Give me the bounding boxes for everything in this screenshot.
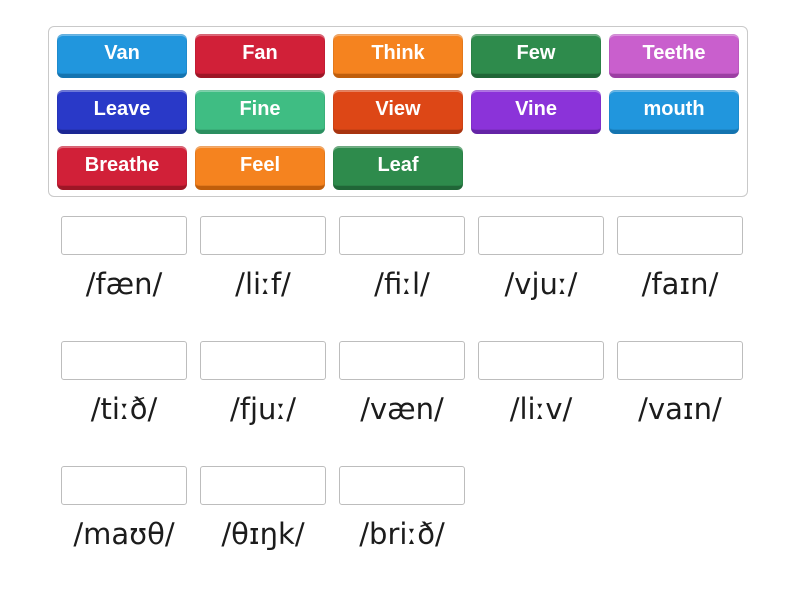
word-tile-van[interactable]: Van: [57, 34, 187, 78]
word-tile-fan[interactable]: Fan: [195, 34, 325, 78]
match-row: /tiːð/ /fjuː/ /væn/ /liːv/ /vaɪn/: [61, 340, 743, 427]
match-cell: /liːv/: [478, 340, 604, 427]
ipa-label: /liːf/: [235, 267, 291, 301]
ipa-label: /faɪn/: [641, 267, 719, 301]
match-area: /fæn/ /liːf/ /fiːl/ /vjuː/ /faɪn/ /tiːð/ /fjuː…: [61, 216, 743, 590]
ipa-label: /θɪŋk/: [221, 516, 305, 551]
answer-slot[interactable]: [61, 340, 187, 380]
answer-slot[interactable]: [617, 216, 743, 255]
answer-slot[interactable]: [200, 465, 326, 505]
word-tile-think[interactable]: Think: [333, 34, 463, 78]
match-cell: /faɪn/: [617, 216, 743, 302]
match-cell: /væn/: [339, 340, 465, 427]
ipa-label: /briːð/: [359, 516, 445, 551]
match-cell: /briːð/: [339, 465, 465, 552]
ipa-label: /fæn/: [85, 267, 163, 301]
ipa-label: /vaɪn/: [638, 391, 722, 426]
word-tile-feel[interactable]: Feel: [195, 146, 325, 190]
word-tile-leaf[interactable]: Leaf: [333, 146, 463, 190]
match-row: /maʊθ/ /θɪŋk/ /briːð/: [61, 465, 743, 552]
answer-slot[interactable]: [478, 216, 604, 255]
word-tile-few[interactable]: Few: [471, 34, 601, 78]
answer-slot[interactable]: [200, 340, 326, 380]
match-cell: /θɪŋk/: [200, 465, 326, 552]
word-tile-teethe[interactable]: Teethe: [609, 34, 739, 78]
word-tile-view[interactable]: View: [333, 90, 463, 134]
answer-slot[interactable]: [61, 465, 187, 505]
ipa-label: /tiːð/: [90, 391, 158, 426]
match-cell: /liːf/: [200, 216, 326, 302]
answer-slot[interactable]: [200, 216, 326, 255]
match-cell: /fæn/: [61, 216, 187, 302]
match-cell: /vaɪn/: [617, 340, 743, 427]
word-tile-mouth[interactable]: mouth: [609, 90, 739, 134]
ipa-label: /væn/: [360, 391, 444, 426]
word-tile-vine[interactable]: Vine: [471, 90, 601, 134]
ipa-label: /maʊθ/: [73, 516, 175, 551]
ipa-label: /vjuː/: [504, 267, 578, 301]
match-row: /fæn/ /liːf/ /fiːl/ /vjuː/ /faɪn/: [61, 216, 743, 302]
match-cell: /fiːl/: [339, 216, 465, 302]
answer-slot[interactable]: [339, 216, 465, 255]
ipa-label: /liːv/: [509, 391, 573, 426]
ipa-label: /fjuː/: [230, 391, 296, 426]
match-cell: /fjuː/: [200, 340, 326, 427]
match-cell: /tiːð/: [61, 340, 187, 427]
word-tile-fine[interactable]: Fine: [195, 90, 325, 134]
ipa-label: /fiːl/: [374, 267, 430, 301]
answer-slot[interactable]: [478, 340, 604, 380]
match-cell: /vjuː/: [478, 216, 604, 302]
word-tile-breathe[interactable]: Breathe: [57, 146, 187, 190]
word-tile-leave[interactable]: Leave: [57, 90, 187, 134]
answer-slot[interactable]: [61, 216, 187, 255]
answer-slot[interactable]: [339, 340, 465, 380]
match-cell: /maʊθ/: [61, 465, 187, 552]
answer-slot[interactable]: [617, 340, 743, 380]
answer-slot[interactable]: [339, 465, 465, 505]
